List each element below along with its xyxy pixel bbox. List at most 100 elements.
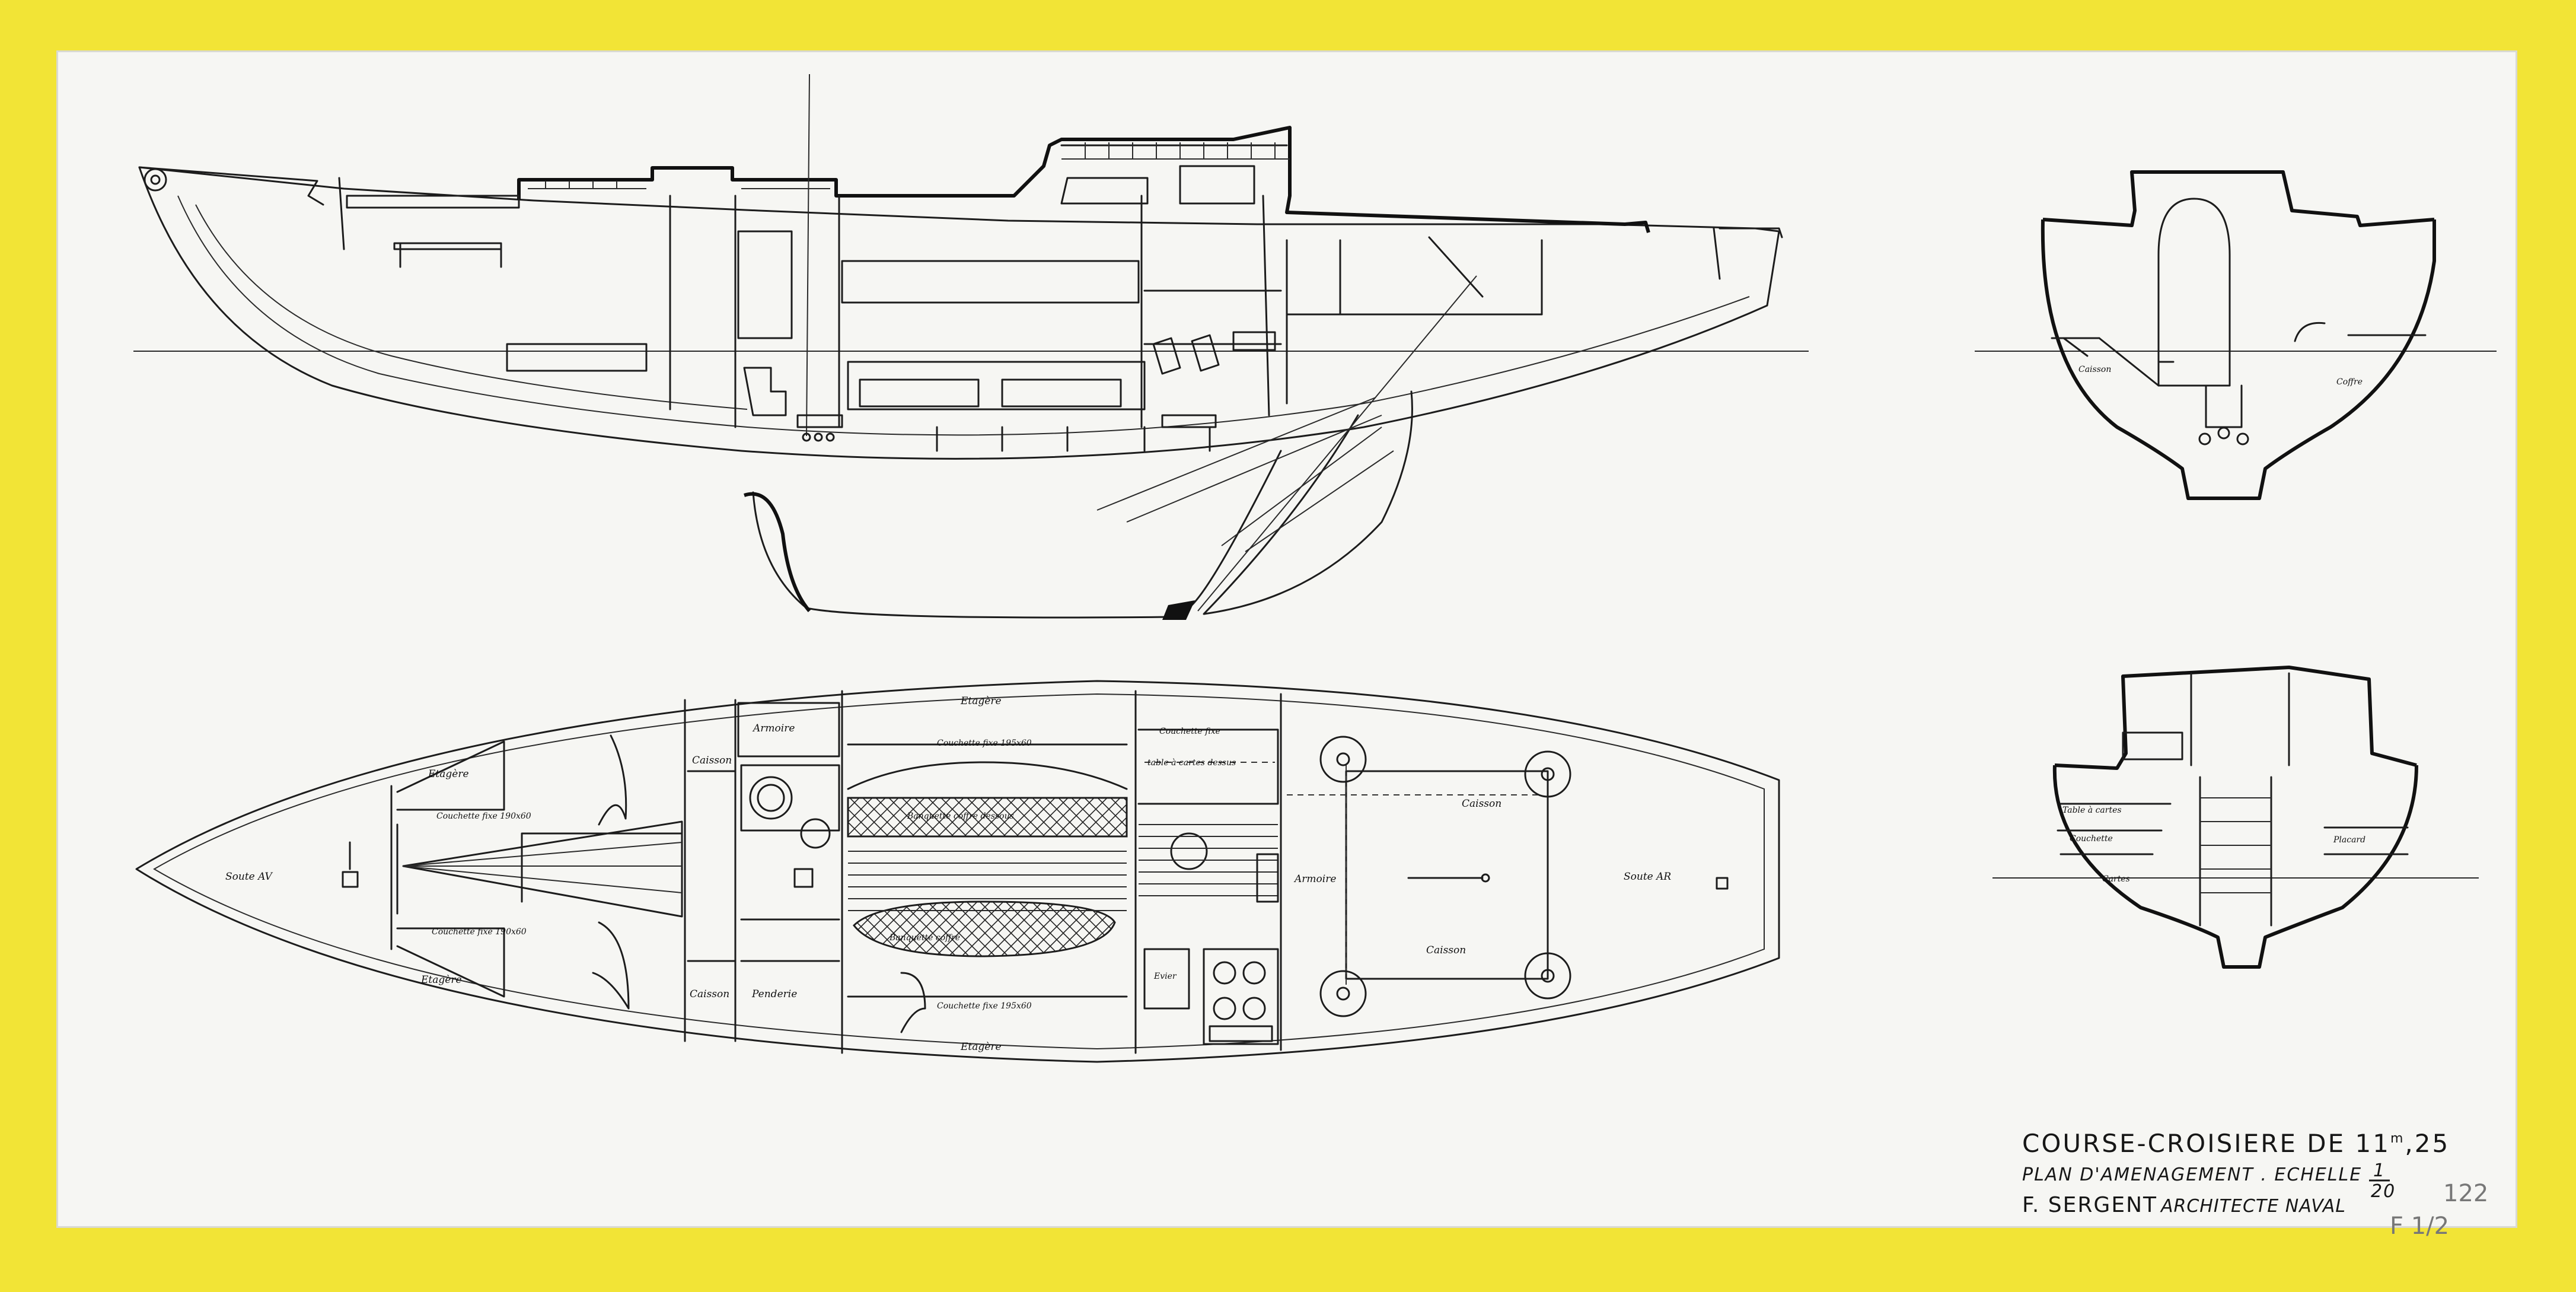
cockpit-well [1286, 239, 1543, 316]
hull-inner-line [177, 195, 1750, 436]
shelf-profile [393, 242, 502, 268]
section-view-2: Table à cartes Couchette Cartes Placard [1992, 666, 2479, 969]
stove-plan [1203, 948, 1279, 1045]
head-door-profile [737, 230, 793, 339]
chart-table-plan [1137, 728, 1279, 805]
caisson-fwd-plan [687, 770, 737, 962]
title-plan-line: PLAN D'AMENAGEMENT . ECHELLE [2022, 1164, 2362, 1185]
label-s2-table-a-cartes: Table à cartes [2062, 806, 2122, 815]
winch-4 [1524, 952, 1571, 1000]
engine-profile [1161, 414, 1217, 428]
section1-deck [2042, 170, 2435, 227]
label-caisson-fwd-bottom: Caisson [690, 988, 729, 1000]
label-couchette-aft: Couchette fixe [1159, 727, 1220, 736]
evier-plan [1143, 948, 1190, 1010]
scale-denominator: 20 [2371, 1181, 2396, 1202]
berth-cushion-fwd-bottom [592, 921, 630, 1010]
plan-view [135, 680, 1780, 1063]
seacock-block [796, 414, 843, 428]
banquette-top-plan [847, 797, 1128, 838]
bow-fitting-plan [342, 871, 359, 888]
coachroof-handrail [1061, 142, 1290, 160]
berth-cushion-mid [900, 972, 926, 1033]
keel [752, 450, 1282, 619]
settee-locker-2 [1001, 378, 1122, 408]
label-caisson-aft-bottom: Caisson [1426, 944, 1466, 956]
label-couchette-mid-top: Couchette fixe 195x60 [937, 739, 1032, 748]
label-table-a-cartes: table à cartes dessus [1147, 758, 1236, 768]
shower-drain-plan [793, 868, 814, 888]
bow-fitting [144, 168, 167, 192]
couchette-edges [847, 743, 1128, 998]
section-view-1: Caisson Coffre [1975, 170, 2497, 500]
label-banquette-bottom: Banquette coffre [889, 933, 960, 943]
section2-hull [2052, 765, 2418, 969]
keel-bulb-tip [1162, 600, 1195, 620]
galley-floor-slats [1139, 824, 1278, 896]
rudder [1203, 390, 1413, 615]
companionway-step [1170, 832, 1208, 870]
label-etagere-top: Etagère [960, 695, 1002, 707]
scale-numerator: 1 [2373, 1160, 2386, 1181]
section2-chart-table [2057, 803, 2172, 855]
label-armoire-aft: Armoire [1293, 873, 1336, 885]
washbasin-plan [749, 776, 793, 820]
label-s2-placard: Placard [2333, 835, 2365, 845]
armoire-fwd-plan [737, 702, 840, 758]
rudder-shaft [1197, 275, 1477, 612]
winch-1 [1319, 736, 1367, 783]
v-berth-lines [403, 842, 683, 893]
mast-centerline [806, 74, 810, 437]
section1-hull [2041, 219, 2436, 500]
title-main: COURSE-CROISIERE DE 11m,25 [2022, 1129, 2450, 1158]
label-evier: Evier [1153, 972, 1177, 981]
saloon-table-plan [848, 851, 1127, 911]
washbasin-cabinet [740, 764, 840, 832]
label-caisson-aft-top: Caisson [1462, 798, 1501, 810]
etagere-fwd-bottom [396, 927, 505, 998]
label-banquette-top: Banquette coffre dessous [907, 812, 1014, 821]
label-etagere-fwd-bottom: Etagère [420, 974, 462, 986]
toilet-plan [800, 818, 831, 849]
section1-mast-opening [2157, 198, 2231, 387]
bow-pulpit [138, 166, 324, 206]
section1-door-arc [2294, 322, 2326, 342]
chart-table-profile [1143, 289, 1282, 345]
v-berth-edge [521, 832, 683, 903]
section2-shelf [2122, 731, 2183, 760]
penderie-plan [740, 918, 840, 962]
keel-root-fillet [744, 492, 811, 612]
label-soute-av: Soute AV [225, 871, 273, 883]
rudder-hatch-4 [1126, 415, 1382, 523]
section1-caisson-shelf [2051, 337, 2100, 357]
etagere-fwd-top [396, 740, 505, 811]
title-block: COURSE-CROISIERE DE 11m,25 PLAN D'AMENAG… [2022, 1129, 2488, 1240]
table-profile [1232, 331, 1276, 351]
section2-ladder [2199, 776, 2272, 927]
label-couchette-fwd-top: Couchette fixe 190x60 [436, 812, 531, 821]
bow-fitting-inner [150, 174, 161, 185]
berth-cushion-fwd-top [598, 734, 627, 826]
label-armoire-fwd: Armoire [752, 723, 795, 734]
stern-pulpit [1713, 227, 1783, 280]
label-s2-cartes: Cartes [2102, 874, 2130, 884]
cabin-window-1 [1060, 177, 1149, 205]
hull-inner-line-2 [195, 204, 748, 410]
stern-fitting [1716, 877, 1729, 890]
saloon-backrest-profile [841, 260, 1140, 304]
plan-deck-line [153, 693, 1765, 1050]
label-couchette-fwd-bottom: Couchette fixe 190x60 [432, 927, 527, 937]
plan-labels: Etagère Etagère Etagère Etagère Couchett… [225, 695, 1671, 1053]
label-etagere-bottom: Etagère [960, 1041, 1002, 1053]
steps-profile [1152, 334, 1220, 375]
foredeck-handrail [528, 181, 830, 189]
section2-companionway [2190, 672, 2290, 766]
label-s2-couchette: Couchette [2070, 834, 2113, 844]
saloon-settee-profile [847, 361, 1146, 410]
v-berth-shelf-profile [346, 195, 520, 209]
archive-mark: F 1/2 [2390, 1213, 2449, 1240]
plan-hull-outline [135, 680, 1780, 1063]
cabin-window-2 [1179, 165, 1255, 205]
